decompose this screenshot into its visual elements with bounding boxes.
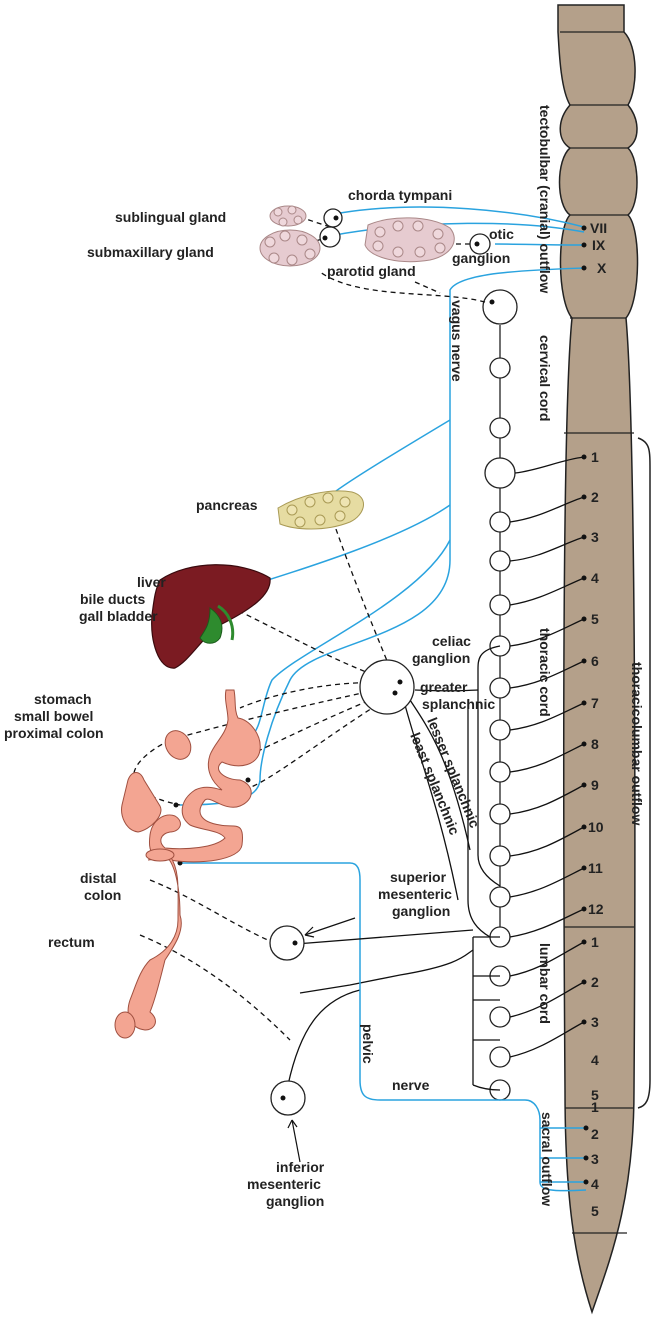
- label-bile-ducts: bile ducts: [80, 591, 146, 607]
- label-thoracic-12: 12: [588, 901, 604, 917]
- label-sacral-3: 3: [591, 1151, 599, 1167]
- label-sublingual-gland: sublingual gland: [115, 209, 226, 225]
- label-tectobulbar: tectobulbar (cranial) outflow: [537, 105, 553, 293]
- label-lumbar-2: 2: [591, 974, 599, 990]
- label-cranial-ix: IX: [592, 237, 606, 253]
- label-liver: liver: [137, 574, 166, 590]
- label-superior: superior: [390, 869, 447, 885]
- label-rectum: rectum: [48, 934, 95, 950]
- label-otic-ganglion: ganglion: [452, 250, 510, 266]
- colon-rectum-organ: [115, 849, 181, 1038]
- label-parotid-gland: parotid gland: [327, 263, 416, 279]
- label-sacral-2: 2: [591, 1126, 599, 1142]
- label-thoracic-8: 8: [591, 736, 599, 752]
- pancreas-organ: [278, 491, 364, 529]
- label-nerve: nerve: [392, 1077, 430, 1093]
- label-thoracic-4: 4: [591, 570, 599, 586]
- label-inf-mesenteric: mesenteric: [247, 1176, 321, 1192]
- label-chorda-tympani: chorda tympani: [348, 187, 452, 203]
- label-celiac: celiac: [432, 633, 471, 649]
- label-cervical-cord: cervical cord: [537, 335, 553, 421]
- label-celiac-ganglion: ganglion: [412, 650, 470, 666]
- label-submaxillary-gland: submaxillary gland: [87, 244, 214, 260]
- label-thoracolumbar-outflow: thoracicolumbar outflow: [629, 662, 645, 825]
- organ-labels: sublingual gland submaxillary gland chor…: [4, 187, 514, 1209]
- label-thoracic-2: 2: [591, 489, 599, 505]
- label-pancreas: pancreas: [196, 497, 258, 513]
- label-thoracic-6: 6: [591, 653, 599, 669]
- label-sacral-4: 4: [591, 1176, 599, 1192]
- label-vagus-nerve: vagus nerve: [449, 300, 465, 382]
- sup-mesenteric-link: [296, 930, 473, 944]
- label-pelvic: pelvic: [360, 1024, 376, 1064]
- label-cranial-vii: VII: [590, 220, 607, 236]
- label-lumbar-4: 4: [591, 1052, 599, 1068]
- label-lumbar-1: 1: [591, 934, 599, 950]
- label-distal: distal: [80, 870, 117, 886]
- label-sup-ganglion: ganglion: [392, 903, 450, 919]
- label-lumbar-cord: lumbar cord: [537, 943, 553, 1024]
- label-sacral-1: 1: [591, 1099, 599, 1115]
- label-gall-bladder: gall bladder: [79, 608, 158, 624]
- label-thoracic-1: 1: [591, 449, 599, 465]
- label-sacral-5: 5: [591, 1203, 599, 1219]
- submaxillary-gland: [260, 230, 320, 266]
- liver-organ: [152, 565, 270, 668]
- sympathetic-chain: [483, 290, 517, 1100]
- gut-organ: [122, 690, 261, 862]
- sublingual-ganglion: [324, 209, 342, 227]
- label-thoracic-11: 11: [588, 860, 603, 876]
- label-proximal-colon: proximal colon: [4, 725, 104, 741]
- celiac-ganglion: [360, 660, 414, 714]
- label-thoracic-10: 10: [588, 819, 604, 835]
- label-thoracic-3: 3: [591, 529, 599, 545]
- label-otic: otic: [489, 226, 514, 242]
- label-small-bowel: small bowel: [14, 708, 93, 724]
- parotid-gland: [365, 218, 454, 262]
- label-thoracic-cord: thoracic cord: [537, 628, 553, 717]
- label-lumbar-3: 3: [591, 1014, 599, 1030]
- label-thoracic-9: 9: [591, 777, 599, 793]
- label-colon: colon: [84, 887, 121, 903]
- inferior-mesenteric-ganglion: [271, 1081, 305, 1115]
- label-cranial-x: X: [597, 260, 607, 276]
- label-thoracic-7: 7: [591, 695, 599, 711]
- label-splanchnic: splanchnic: [422, 696, 495, 712]
- superior-mesenteric-ganglion: [270, 926, 304, 960]
- sublingual-gland: [270, 206, 306, 226]
- label-sacral-outflow: sacral outflow: [539, 1112, 555, 1206]
- label-stomach: stomach: [34, 691, 92, 707]
- label-thoracic-5: 5: [591, 611, 599, 627]
- label-greater: greater: [420, 679, 468, 695]
- label-mesenteric: mesenteric: [378, 886, 452, 902]
- label-inferior: inferior: [276, 1159, 325, 1175]
- label-inf-ganglion: ganglion: [266, 1193, 324, 1209]
